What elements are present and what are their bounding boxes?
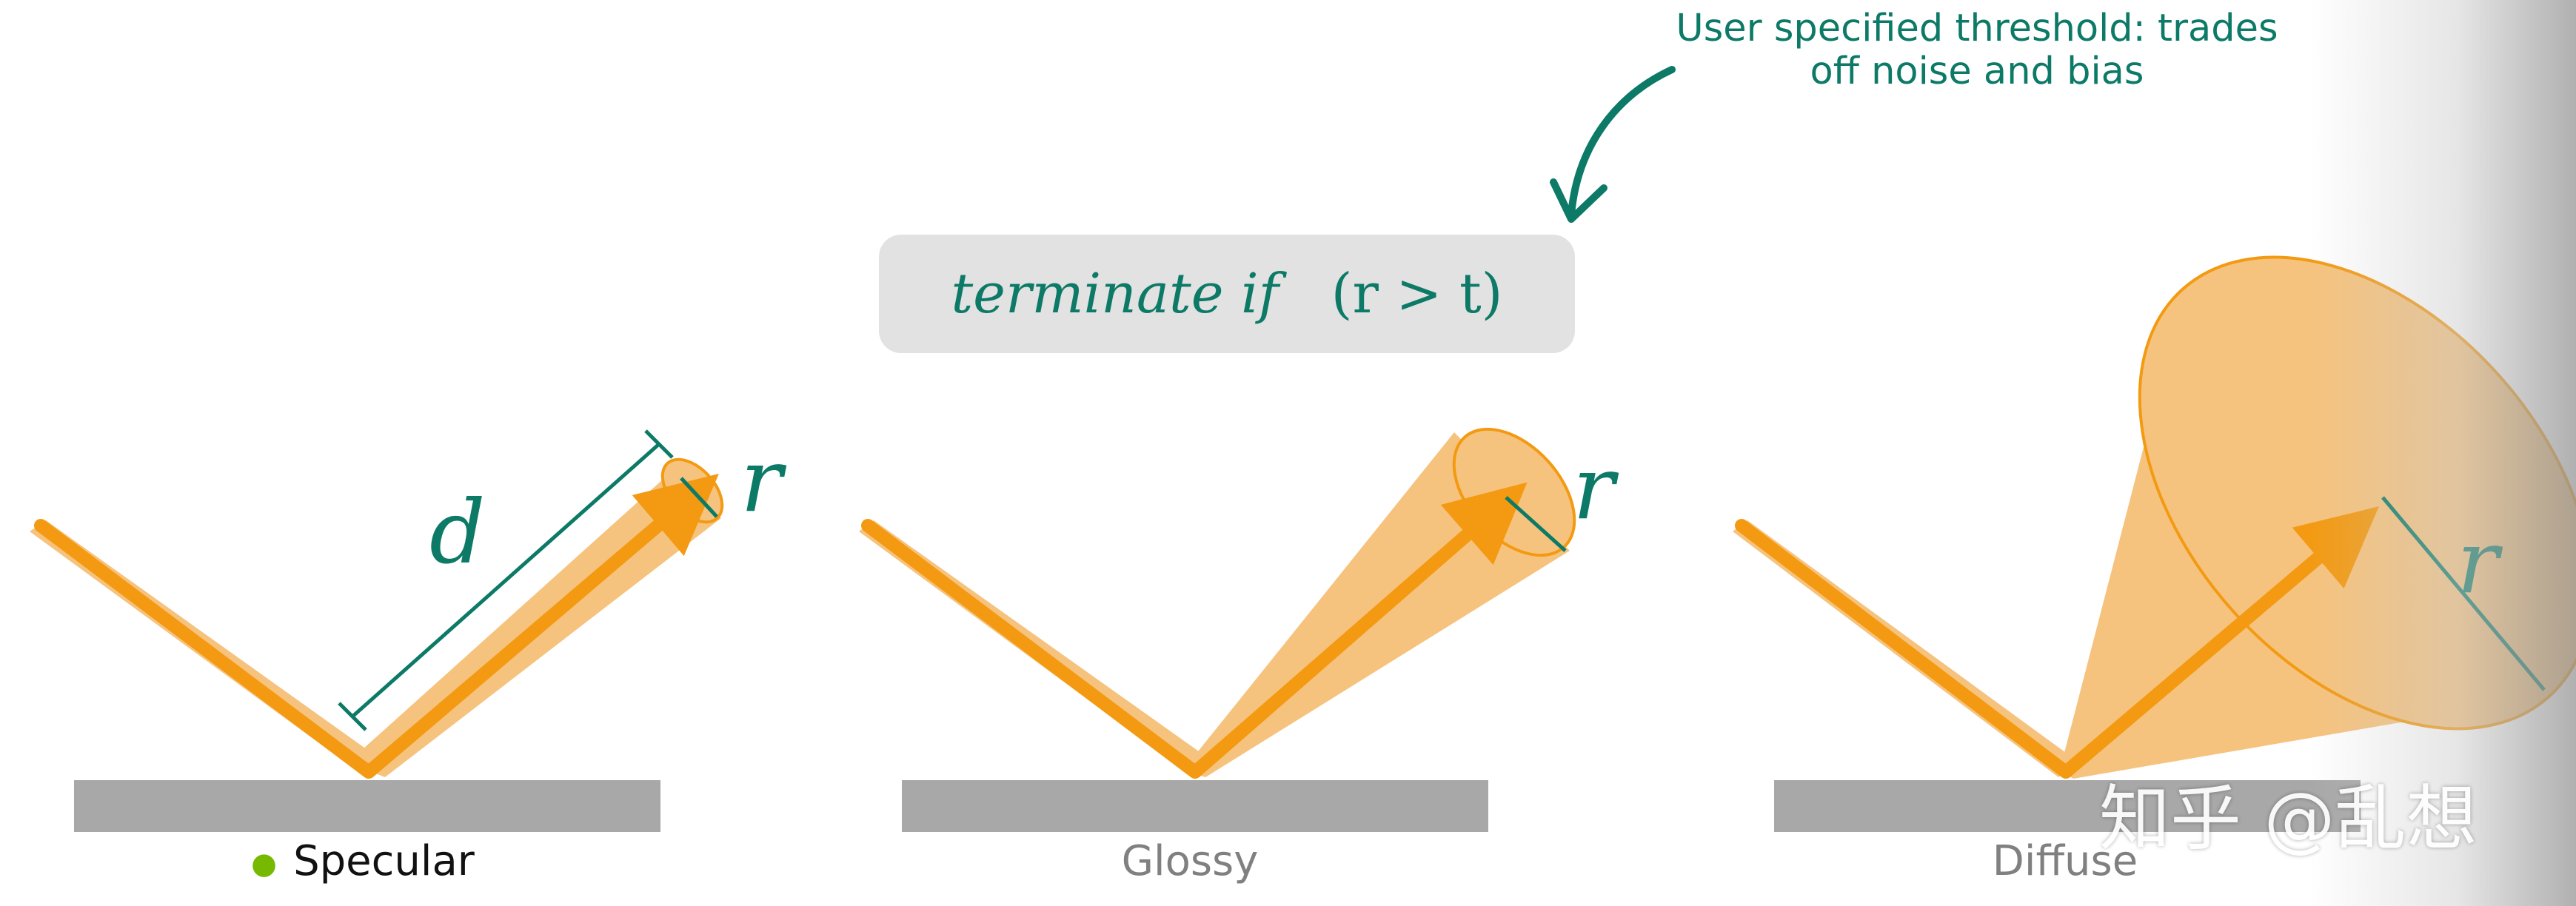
glossy-incoming-ray [861,519,1202,779]
diffuse-surface [1774,780,2361,832]
specular-distance-tick-start [338,702,367,731]
specular-caption-label: Specular [293,837,475,885]
diffuse-caption: Diffuse [1992,837,2138,885]
glossy-outgoing-ray [1191,482,1528,777]
specular-surface [74,780,660,832]
diffuse-panel: r [1733,255,2576,832]
specular-caption: ● Specular [67,832,659,893]
annotation-arrow [1568,66,1676,218]
threshold-annotation: User specified threshold: trades off noi… [1607,7,2347,93]
annotation-line-2: off noise and bias [1810,50,2144,93]
formula-prefix: terminate if [951,262,1279,326]
specular-distance-label: d [429,481,486,583]
specular-radius-line [680,477,718,518]
bullet-icon: ● [251,846,278,881]
formula-text: terminate if (r > t) [879,235,1575,353]
diffuse-outgoing-ray [2061,506,2379,777]
specular-outgoing-ray [364,473,719,777]
formula-condition: (r > t) [1331,262,1503,326]
diffuse-radius-label: r [2457,511,2503,613]
diffuse-incoming-ray [1735,519,2072,779]
glossy-radius-line [1505,496,1567,552]
specular-distance-tick-end [644,429,674,459]
glossy-surface [902,780,1488,832]
watermark: 知乎 @乱想 [2099,777,2478,860]
specular-incoming-ray [34,519,375,779]
specular-radius-label: r [740,429,787,531]
glossy-caption: Glossy [1121,837,1259,885]
formula-box: terminate if (r > t) [879,235,1575,353]
glossy-radius-label: r [1573,437,1619,539]
annotation-line-1: User specified threshold: trades [1676,7,2278,50]
glossy-panel: r [859,427,1619,832]
annotation-arrow-head [1550,178,1608,223]
specular-panel: d r [30,429,787,832]
specular-distance-line [351,443,660,718]
